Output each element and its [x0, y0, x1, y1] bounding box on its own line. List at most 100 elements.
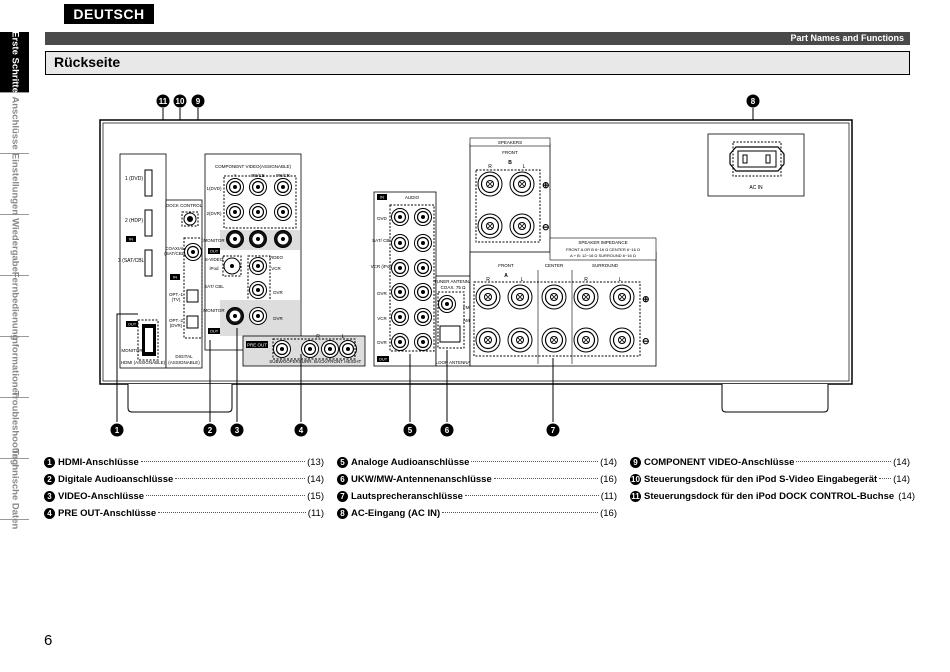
svg-text:AUDIO: AUDIO — [405, 195, 420, 200]
svg-text:AC IN: AC IN — [749, 185, 763, 191]
svg-text:7: 7 — [551, 426, 556, 435]
svg-text:B: B — [508, 160, 512, 166]
number-badge-icon: 11 — [630, 491, 641, 502]
svg-text:COAXIAL: COAXIAL — [165, 246, 185, 251]
svg-text:⊕: ⊕ — [642, 294, 650, 304]
svg-text:DOCK CONTROL: DOCK CONTROL — [166, 203, 203, 208]
svg-text:HDMI (ASSIGNABLE): HDMI (ASSIGNABLE) — [121, 360, 166, 365]
svg-text:IN: IN — [173, 275, 177, 280]
svg-text:2 (HDP): 2 (HDP) — [125, 218, 143, 224]
svg-text:SURR. BACK/FRONT HEIGHT: SURR. BACK/FRONT HEIGHT — [299, 359, 362, 364]
number-badge-icon: 1 — [44, 457, 55, 468]
svg-text:OUT: OUT — [379, 357, 388, 362]
side-nav-item[interactable]: Erste Schritte — [0, 31, 29, 93]
language-tab: DEUTSCH — [64, 4, 154, 24]
number-badge-icon: 10 — [630, 474, 641, 485]
svg-text:L: L — [342, 334, 345, 340]
svg-text:DVR: DVR — [273, 290, 283, 295]
svg-text:FRONT A OR B 6~16 Ω CE: FRONT A OR B 6~16 Ω CENTER 6~16 Ω — [566, 247, 640, 252]
svg-text:VCR (iPod): VCR (iPod) — [371, 264, 394, 269]
svg-text:6: 6 — [445, 426, 450, 435]
svg-text:CENTER: CENTER — [545, 263, 564, 268]
svg-text:FM: FM — [463, 305, 470, 310]
svg-text:R: R — [486, 277, 490, 283]
svg-text:PRE OUT: PRE OUT — [247, 343, 267, 348]
callout-bottom-6: 6 — [440, 423, 454, 437]
svg-text:OUT: OUT — [128, 322, 137, 327]
svg-text:(SAT/CBL): (SAT/CBL) — [164, 251, 186, 256]
svg-text:(ASSIGNABLE): (ASSIGNABLE) — [168, 360, 200, 365]
svg-text:TUNER ANTENNA: TUNER ANTENNA — [434, 279, 472, 284]
svg-text:SURROUND: SURROUND — [592, 263, 619, 268]
svg-text:4: 4 — [299, 426, 304, 435]
side-nav-item[interactable]: Anschlüsse — [0, 93, 29, 154]
side-nav-item[interactable]: Informationen — [0, 335, 29, 399]
callout-bottom-7: 7 — [546, 423, 560, 437]
svg-text:R: R — [488, 164, 492, 170]
svg-text:AM: AM — [463, 318, 470, 323]
svg-text:1 (DVD): 1 (DVD) — [125, 176, 143, 182]
svg-text:DVD: DVD — [377, 216, 387, 221]
svg-text:MONITOR: MONITOR — [121, 348, 143, 353]
number-badge-icon: 8 — [337, 508, 348, 519]
side-nav-item[interactable]: Troubleshooting — [0, 391, 29, 465]
svg-text:MONITOR: MONITOR — [203, 308, 225, 313]
svg-text:9: 9 — [196, 97, 201, 106]
side-nav-item[interactable]: Technische Daten — [0, 449, 29, 529]
svg-text:OPT.-1: OPT.-1 — [169, 292, 184, 297]
svg-text:DVR: DVR — [377, 291, 387, 296]
svg-text:L: L — [619, 277, 622, 283]
svg-text:A: A — [504, 273, 508, 279]
svg-text:FRONT: FRONT — [502, 150, 518, 155]
side-nav-item[interactable]: Fernbedienung — [0, 272, 29, 340]
side-nav: Erste Schritte Anschlüsse Einstellungen … — [0, 31, 29, 529]
svg-text:VCR: VCR — [271, 266, 281, 271]
svg-text:FRONT: FRONT — [498, 263, 514, 268]
page-title: Rückseite — [54, 54, 121, 70]
callout-top-9: 9 — [191, 94, 205, 108]
svg-text:A + B: 12~16 Ω SURROUND 6: A + B: 12~16 Ω SURROUND 6~16 Ω — [570, 253, 636, 258]
svg-text:(TV): (TV) — [172, 297, 181, 302]
svg-text:OUT: OUT — [210, 249, 219, 254]
svg-text:SPEAKER IMPEDANCE: SPEAKER IMPEDANCE — [578, 240, 627, 245]
svg-text:iPod: iPod — [209, 266, 219, 271]
svg-text:OPT.-2: OPT.-2 — [169, 318, 184, 323]
svg-text:PB/CB: PB/CB — [251, 173, 265, 178]
callout-bottom-2: 2 — [203, 423, 217, 437]
page-title-box: Rückseite — [45, 51, 910, 75]
svg-text:COMPONENT VIDEO(ASSIGNABLE): COMPONENT VIDEO(ASSIGNABLE) — [215, 164, 291, 169]
callout-top-11: 11 — [156, 94, 170, 108]
svg-text:L: L — [523, 164, 526, 170]
callout-bottom-5: 5 — [403, 423, 417, 437]
svg-text:5: 5 — [408, 426, 413, 435]
svg-text:2(DVR): 2(DVR) — [206, 211, 222, 216]
svg-text:3: 3 — [235, 426, 240, 435]
number-badge-icon: 4 — [44, 508, 55, 519]
svg-text:(DVR): (DVR) — [170, 323, 183, 328]
svg-text:⊖: ⊖ — [642, 336, 650, 346]
callout-top-10: 10 — [173, 94, 187, 108]
number-badge-icon: 9 — [630, 457, 641, 468]
svg-text:1(DVD): 1(DVD) — [206, 186, 222, 191]
svg-text:PR/CR: PR/CR — [276, 173, 291, 178]
svg-text:VIDEO: VIDEO — [269, 255, 284, 260]
side-nav-item[interactable]: Einstellungen — [0, 153, 29, 215]
number-badge-icon: 3 — [44, 491, 55, 502]
side-nav-item[interactable]: Wiedergabe — [0, 215, 29, 276]
svg-text:OUT: OUT — [210, 329, 219, 334]
svg-text:3 (SAT/CBL): 3 (SAT/CBL) — [118, 258, 146, 264]
svg-text:11: 11 — [159, 97, 168, 106]
rear-panel-diagram: 11 10 9 8 1 (DVD) 2 (HDP) 3 (SAT/CBL) IN… — [99, 94, 853, 437]
